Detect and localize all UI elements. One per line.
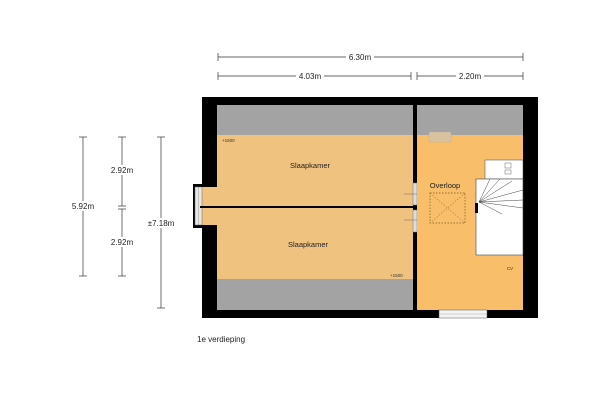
room-label-bedroom-bottom: Slaapkamer	[288, 240, 329, 249]
staircase	[475, 178, 524, 256]
divider-wall	[200, 206, 413, 208]
dim-label-depth-outer: ±7.18m	[148, 219, 175, 228]
dim-label-right-width: 2.20m	[459, 72, 482, 81]
door-bottom	[412, 209, 418, 233]
dim-label-depth-total: 5.92m	[72, 202, 95, 211]
floor-label: 1e verdieping	[197, 335, 246, 344]
label-cv: CV	[507, 266, 513, 271]
sloped-ceiling-landing	[417, 105, 523, 135]
attic-hatch	[429, 192, 466, 224]
room-label-bedroom-top: Slaapkamer	[290, 161, 331, 170]
dim-label-total-width: 6.30m	[349, 53, 372, 62]
stair-treads	[478, 178, 524, 215]
sloped-ceiling-bottom	[217, 279, 413, 310]
dim-label-depth-upper: 2.92m	[111, 166, 134, 175]
dim-label-left-width: 4.03m	[299, 72, 322, 81]
sloped-ceiling-top	[217, 105, 413, 135]
height-mark-bottom: +1500	[390, 273, 403, 278]
dim-label-depth-lower: 2.92m	[111, 238, 134, 247]
skylight	[428, 131, 452, 143]
cabinet	[484, 159, 524, 180]
room-label-landing: Overloop	[430, 181, 460, 190]
height-mark-top: +1500	[222, 138, 235, 143]
middle-wall	[413, 105, 417, 310]
